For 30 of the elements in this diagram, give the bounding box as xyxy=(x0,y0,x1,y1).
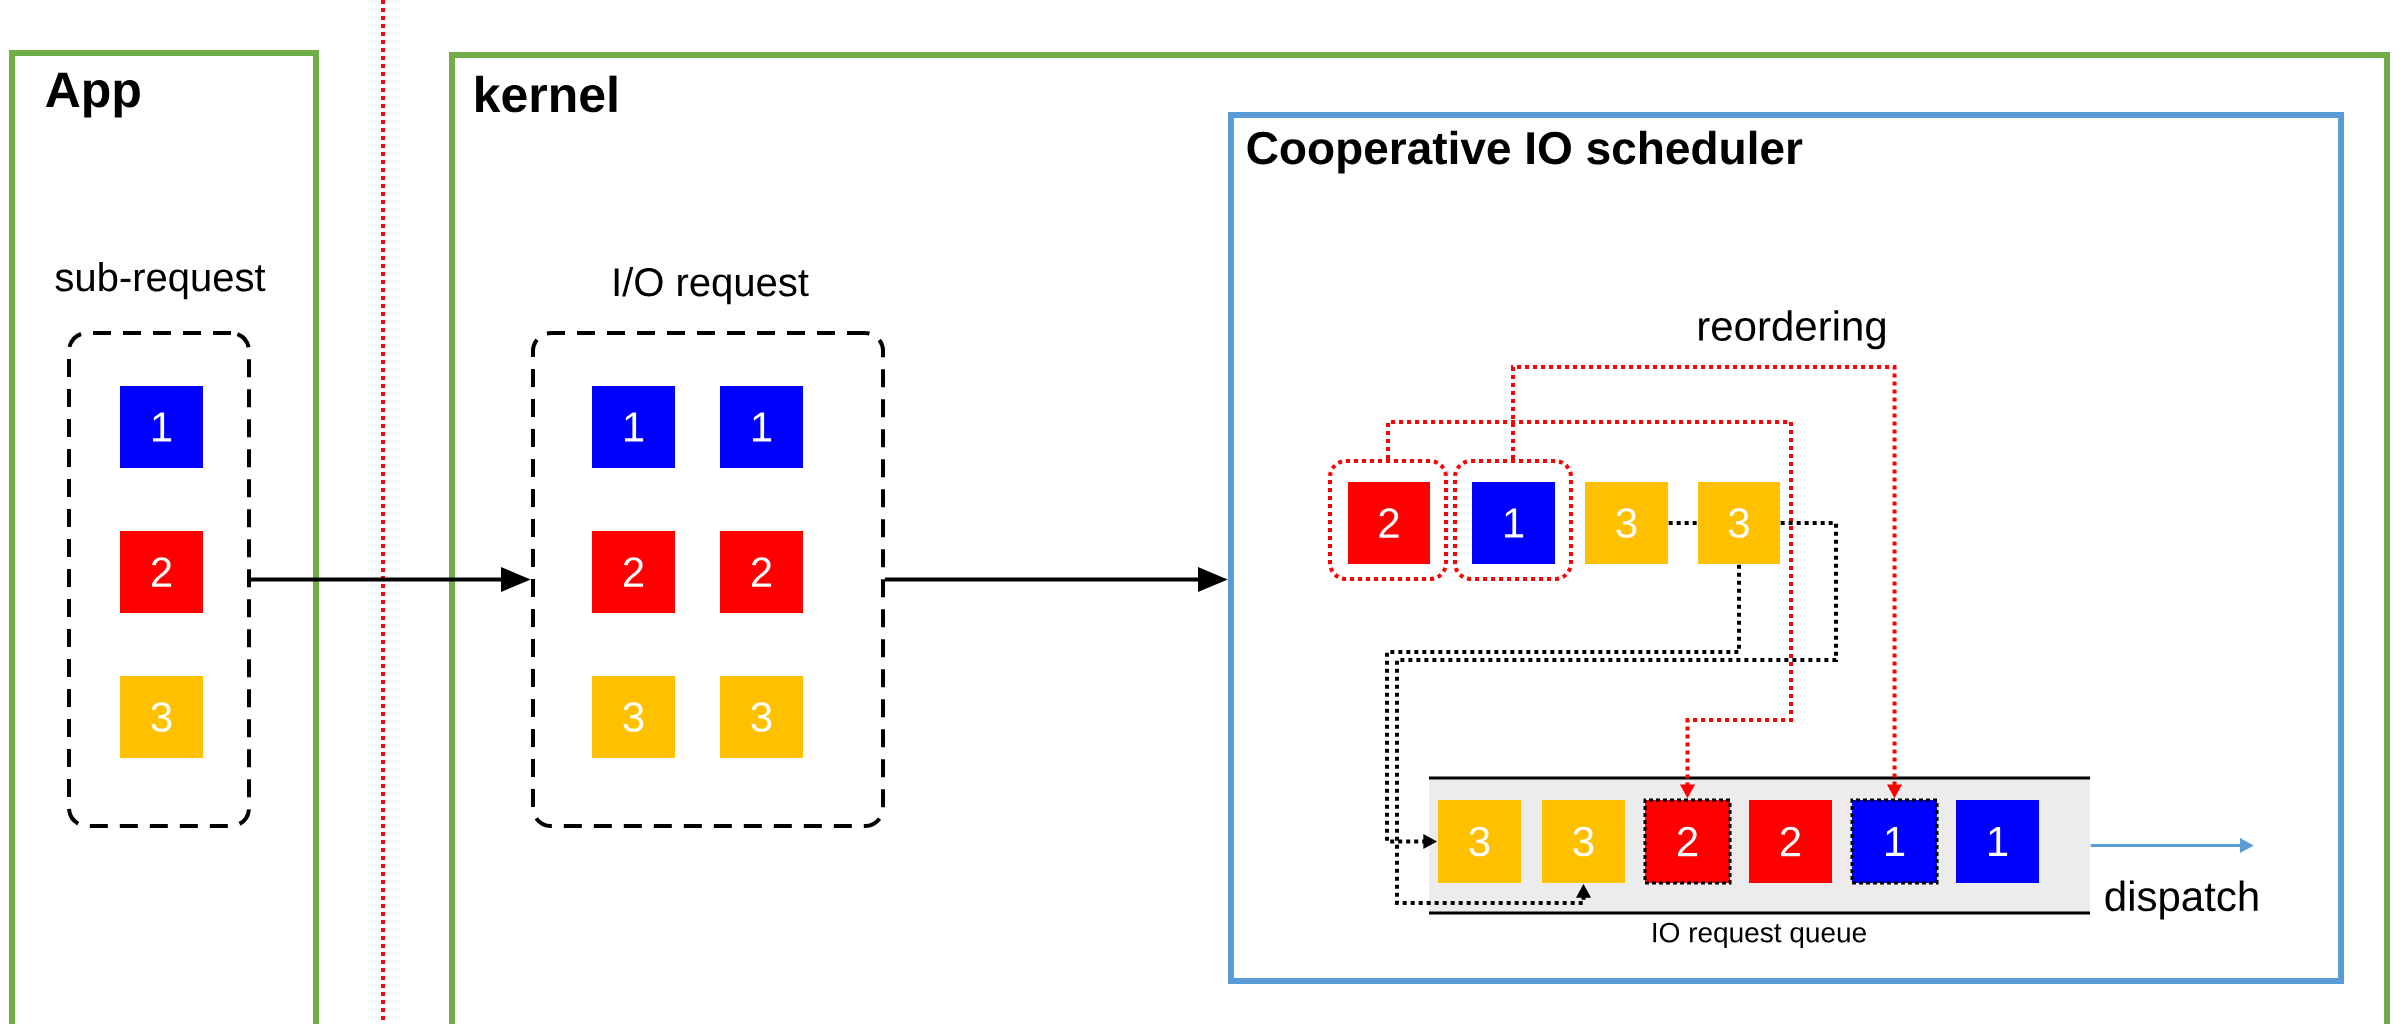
group-label: sub-request xyxy=(55,262,266,300)
request-square: 2 xyxy=(1643,798,1732,885)
queue-label: IO request queue xyxy=(1653,922,1866,949)
request-square: 1 xyxy=(1956,800,2039,883)
request-square: 1 xyxy=(592,386,675,468)
request-square: 3 xyxy=(1542,800,1625,883)
edge-label: dispatch xyxy=(2100,877,2264,923)
request-square: 2 xyxy=(120,531,203,613)
selection-outline xyxy=(1453,459,1573,581)
request-square: 3 xyxy=(120,676,203,758)
heading: Cooperative IO scheduler xyxy=(1247,130,1803,174)
request-square: 3 xyxy=(1698,482,1780,564)
request-square: 2 xyxy=(592,531,675,613)
request-square: 1 xyxy=(1472,482,1555,564)
request-square: 2 xyxy=(1348,482,1430,564)
selection-outline xyxy=(1328,459,1448,581)
request-square: 3 xyxy=(592,676,675,758)
request-square: 3 xyxy=(720,676,803,758)
annotation-label: reordering xyxy=(1699,310,1885,350)
request-square: 1 xyxy=(1850,798,1939,885)
heading: kernel xyxy=(476,75,617,113)
heading: App xyxy=(45,72,140,118)
request-square: 3 xyxy=(1585,482,1668,564)
request-square: 2 xyxy=(1749,800,1832,883)
request-square: 3 xyxy=(1438,800,1521,883)
arrow xyxy=(1395,521,1838,905)
request-square: 1 xyxy=(720,386,803,468)
request-square: 1 xyxy=(120,386,203,468)
group-label: I/O request xyxy=(614,267,809,305)
request-square: 2 xyxy=(720,531,803,613)
